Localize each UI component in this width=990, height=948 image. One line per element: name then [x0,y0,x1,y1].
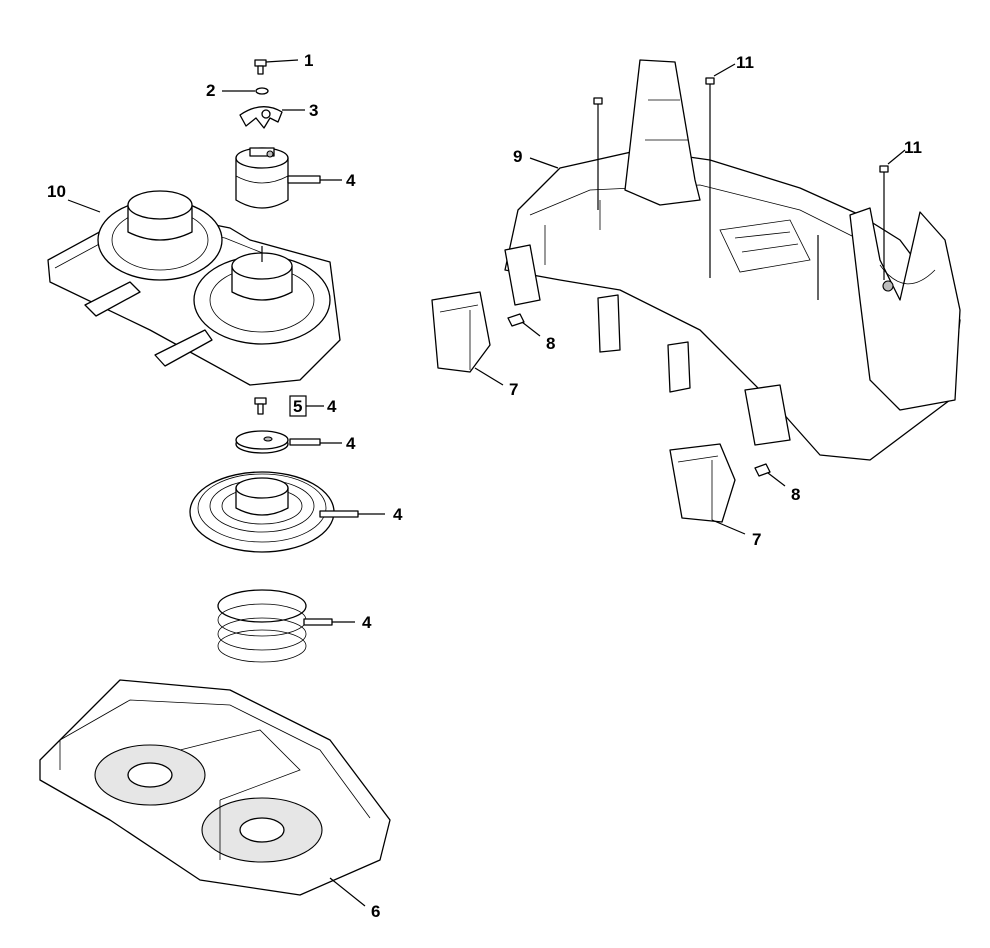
part-5-screw [254,395,324,417]
part-4-rings [217,589,355,663]
callout-4-motor: 4 [346,171,356,190]
part-3-clip [239,106,305,129]
part-4-disc [235,430,342,454]
part-9-cover [504,59,961,461]
callout-4-diaphragm: 4 [393,505,403,524]
callout-4-screw: 4 [327,397,337,416]
callout-8-upper: 8 [546,334,555,353]
callout-11-left: 11 [736,53,754,72]
callout-5: 5 [293,397,302,416]
part-10-fan-housing [47,190,341,386]
part-4-diaphragm [189,471,385,553]
part-6-base-tray [39,679,391,907]
part-2-washer [222,87,269,95]
part-8-pin-lower [754,463,786,487]
part-8-pin-upper [507,313,541,337]
callout-10: 10 [47,182,66,201]
callout-11-right: 11 [904,138,922,157]
callout-6: 6 [371,902,380,921]
callout-1: 1 [304,51,313,70]
part-1-screw [254,59,299,75]
callout-3: 3 [309,101,318,120]
part-7-clip-upper [431,291,504,386]
part-7-clip-lower [669,443,746,535]
callout-2: 2 [206,81,215,100]
callout-4-rings: 4 [362,613,372,632]
part-11-screws [593,63,906,300]
callout-8-lower: 8 [791,485,800,504]
callout-7-upper: 7 [509,380,518,399]
callout-7-lower: 7 [752,530,761,549]
callout-4-disc: 4 [346,434,356,453]
callout-9: 9 [513,147,522,166]
part-4-motor [235,147,342,209]
